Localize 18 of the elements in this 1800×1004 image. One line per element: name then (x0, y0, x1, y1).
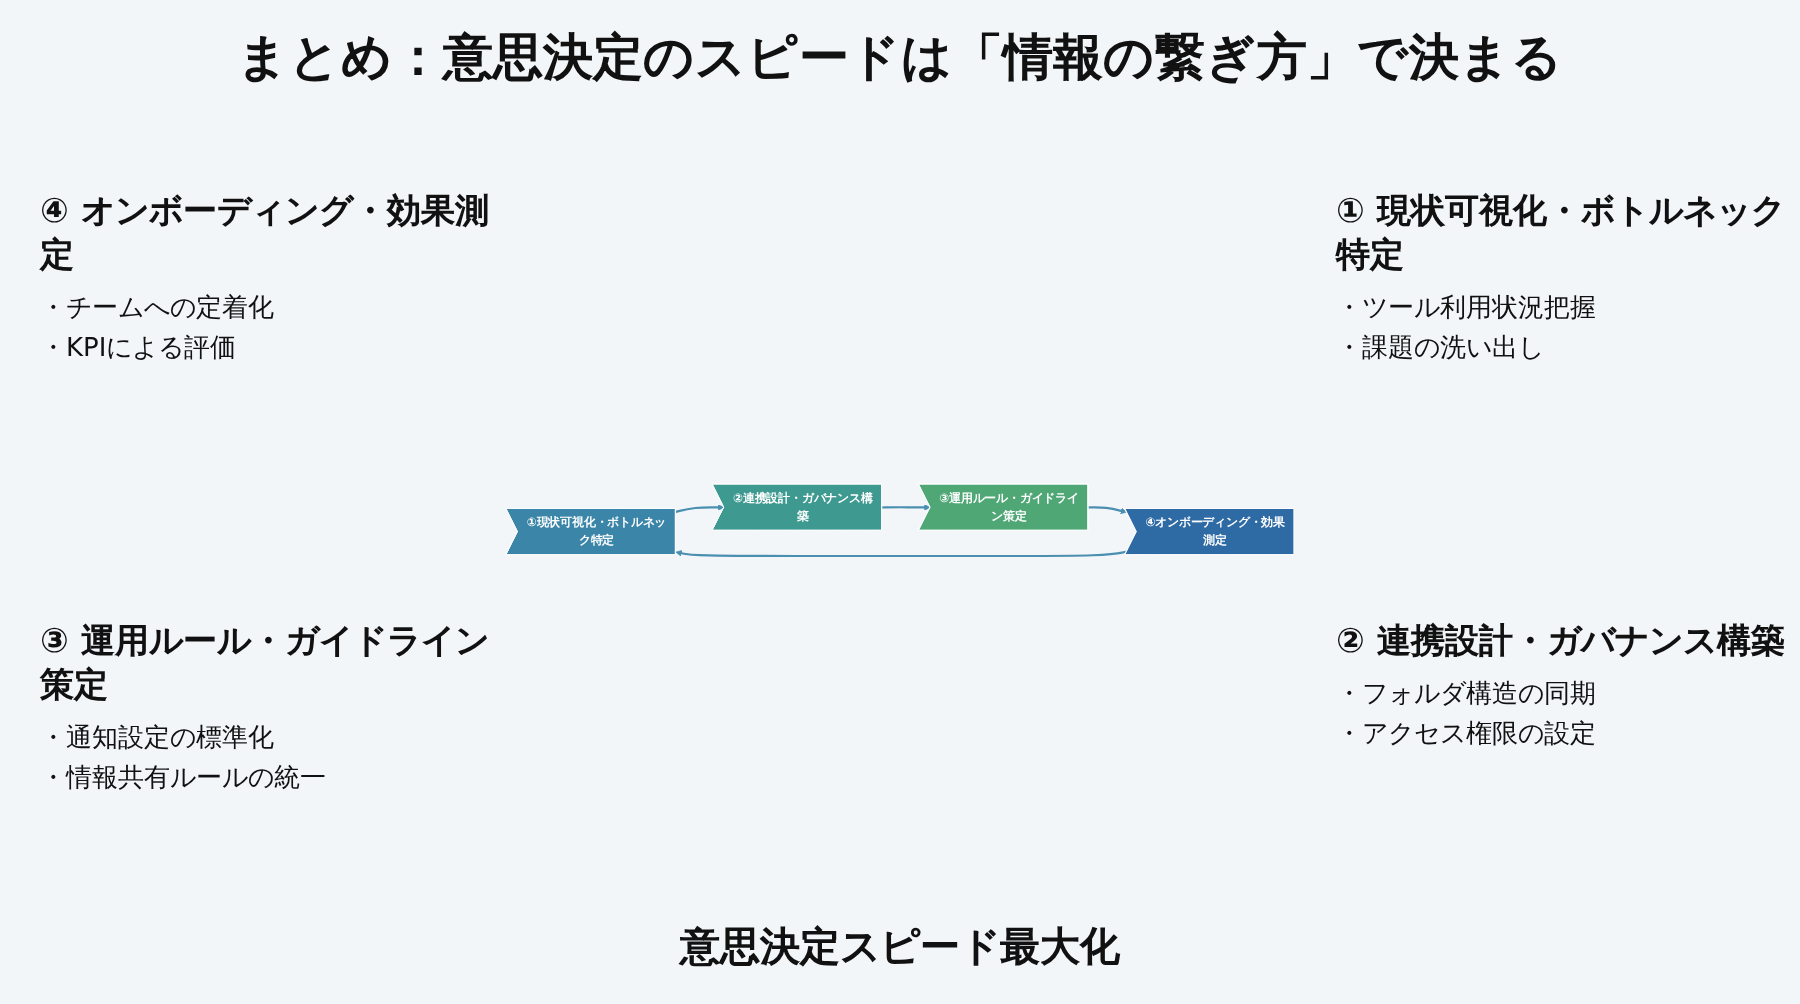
arrow (675, 504, 725, 513)
step-heading: ① 現状可視化・ボトルネック特定 (1336, 190, 1787, 279)
center-label: 意思決定スピード最大化 (676, 920, 1122, 974)
bullet-point: ・ツール利用状況把握 (1336, 292, 1598, 329)
arrow (881, 504, 931, 511)
bullet-point: ・チームへの定着化 (40, 292, 276, 329)
bullet-point: ・課題の洗い出し (1336, 331, 1546, 368)
bullet-point: ・KPIによる評価 (40, 331, 239, 368)
bullet-point: ・情報共有ルールの統一 (40, 761, 328, 798)
title: まとめ：意思決定のスピードは「情報の繋ぎ方」で決まる (235, 26, 1565, 90)
bullet-point: ・アクセス権限の設定 (1336, 717, 1598, 754)
arrow (675, 550, 1127, 558)
step-heading: ② 連携設計・ガバナンス構築 (1336, 620, 1787, 665)
bullet-point: ・通知設定の標準化 (40, 722, 276, 759)
step-heading: ④ オンボーディング・効果測定 (40, 190, 491, 279)
step-heading: ③ 運用ルール・ガイドライン策定 (40, 620, 491, 709)
arrow (1088, 506, 1127, 514)
bullet-point: ・フォルダ構造の同期 (1336, 678, 1598, 715)
